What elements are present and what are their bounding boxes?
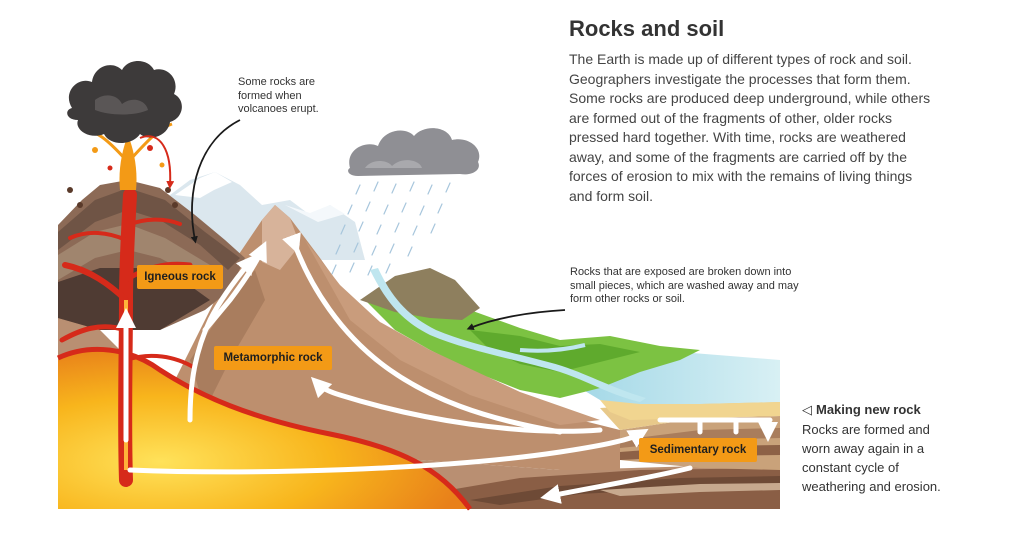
rain-cloud — [348, 128, 480, 176]
left-triangle-icon: ◁ — [802, 402, 812, 417]
ash-cloud — [67, 61, 182, 143]
hill-rock — [360, 268, 480, 320]
weathering-note: Rocks that are exposed are broken down i… — [570, 266, 799, 305]
intro-paragraph: The Earth is made up of different types … — [569, 51, 931, 204]
weathering-pointer — [466, 309, 566, 331]
caption-title: ◁ Making new rock — [802, 402, 921, 418]
beach — [600, 400, 780, 420]
cycle-arrows — [116, 232, 770, 504]
lava-bomb-arrow — [139, 135, 175, 189]
volcano-pointer — [190, 119, 241, 244]
caption-body: Rocks are formed and worn away again in … — [802, 422, 941, 494]
river — [370, 268, 646, 402]
sedimentary-rock-label: Sedimentary rock — [639, 438, 757, 462]
rain-streaks — [331, 181, 451, 276]
metamorphic-rock-label: Metamorphic rock — [214, 346, 332, 370]
volcano-note: Some rocks are formed when volcanoes eru… — [238, 76, 319, 115]
river-stream — [519, 343, 586, 353]
caption-title-text: Making new rock — [816, 402, 921, 417]
page-title: Rocks and soil — [569, 16, 725, 41]
magma-edge — [56, 346, 473, 511]
igneous-rock-label: Igneous rock — [137, 265, 223, 289]
